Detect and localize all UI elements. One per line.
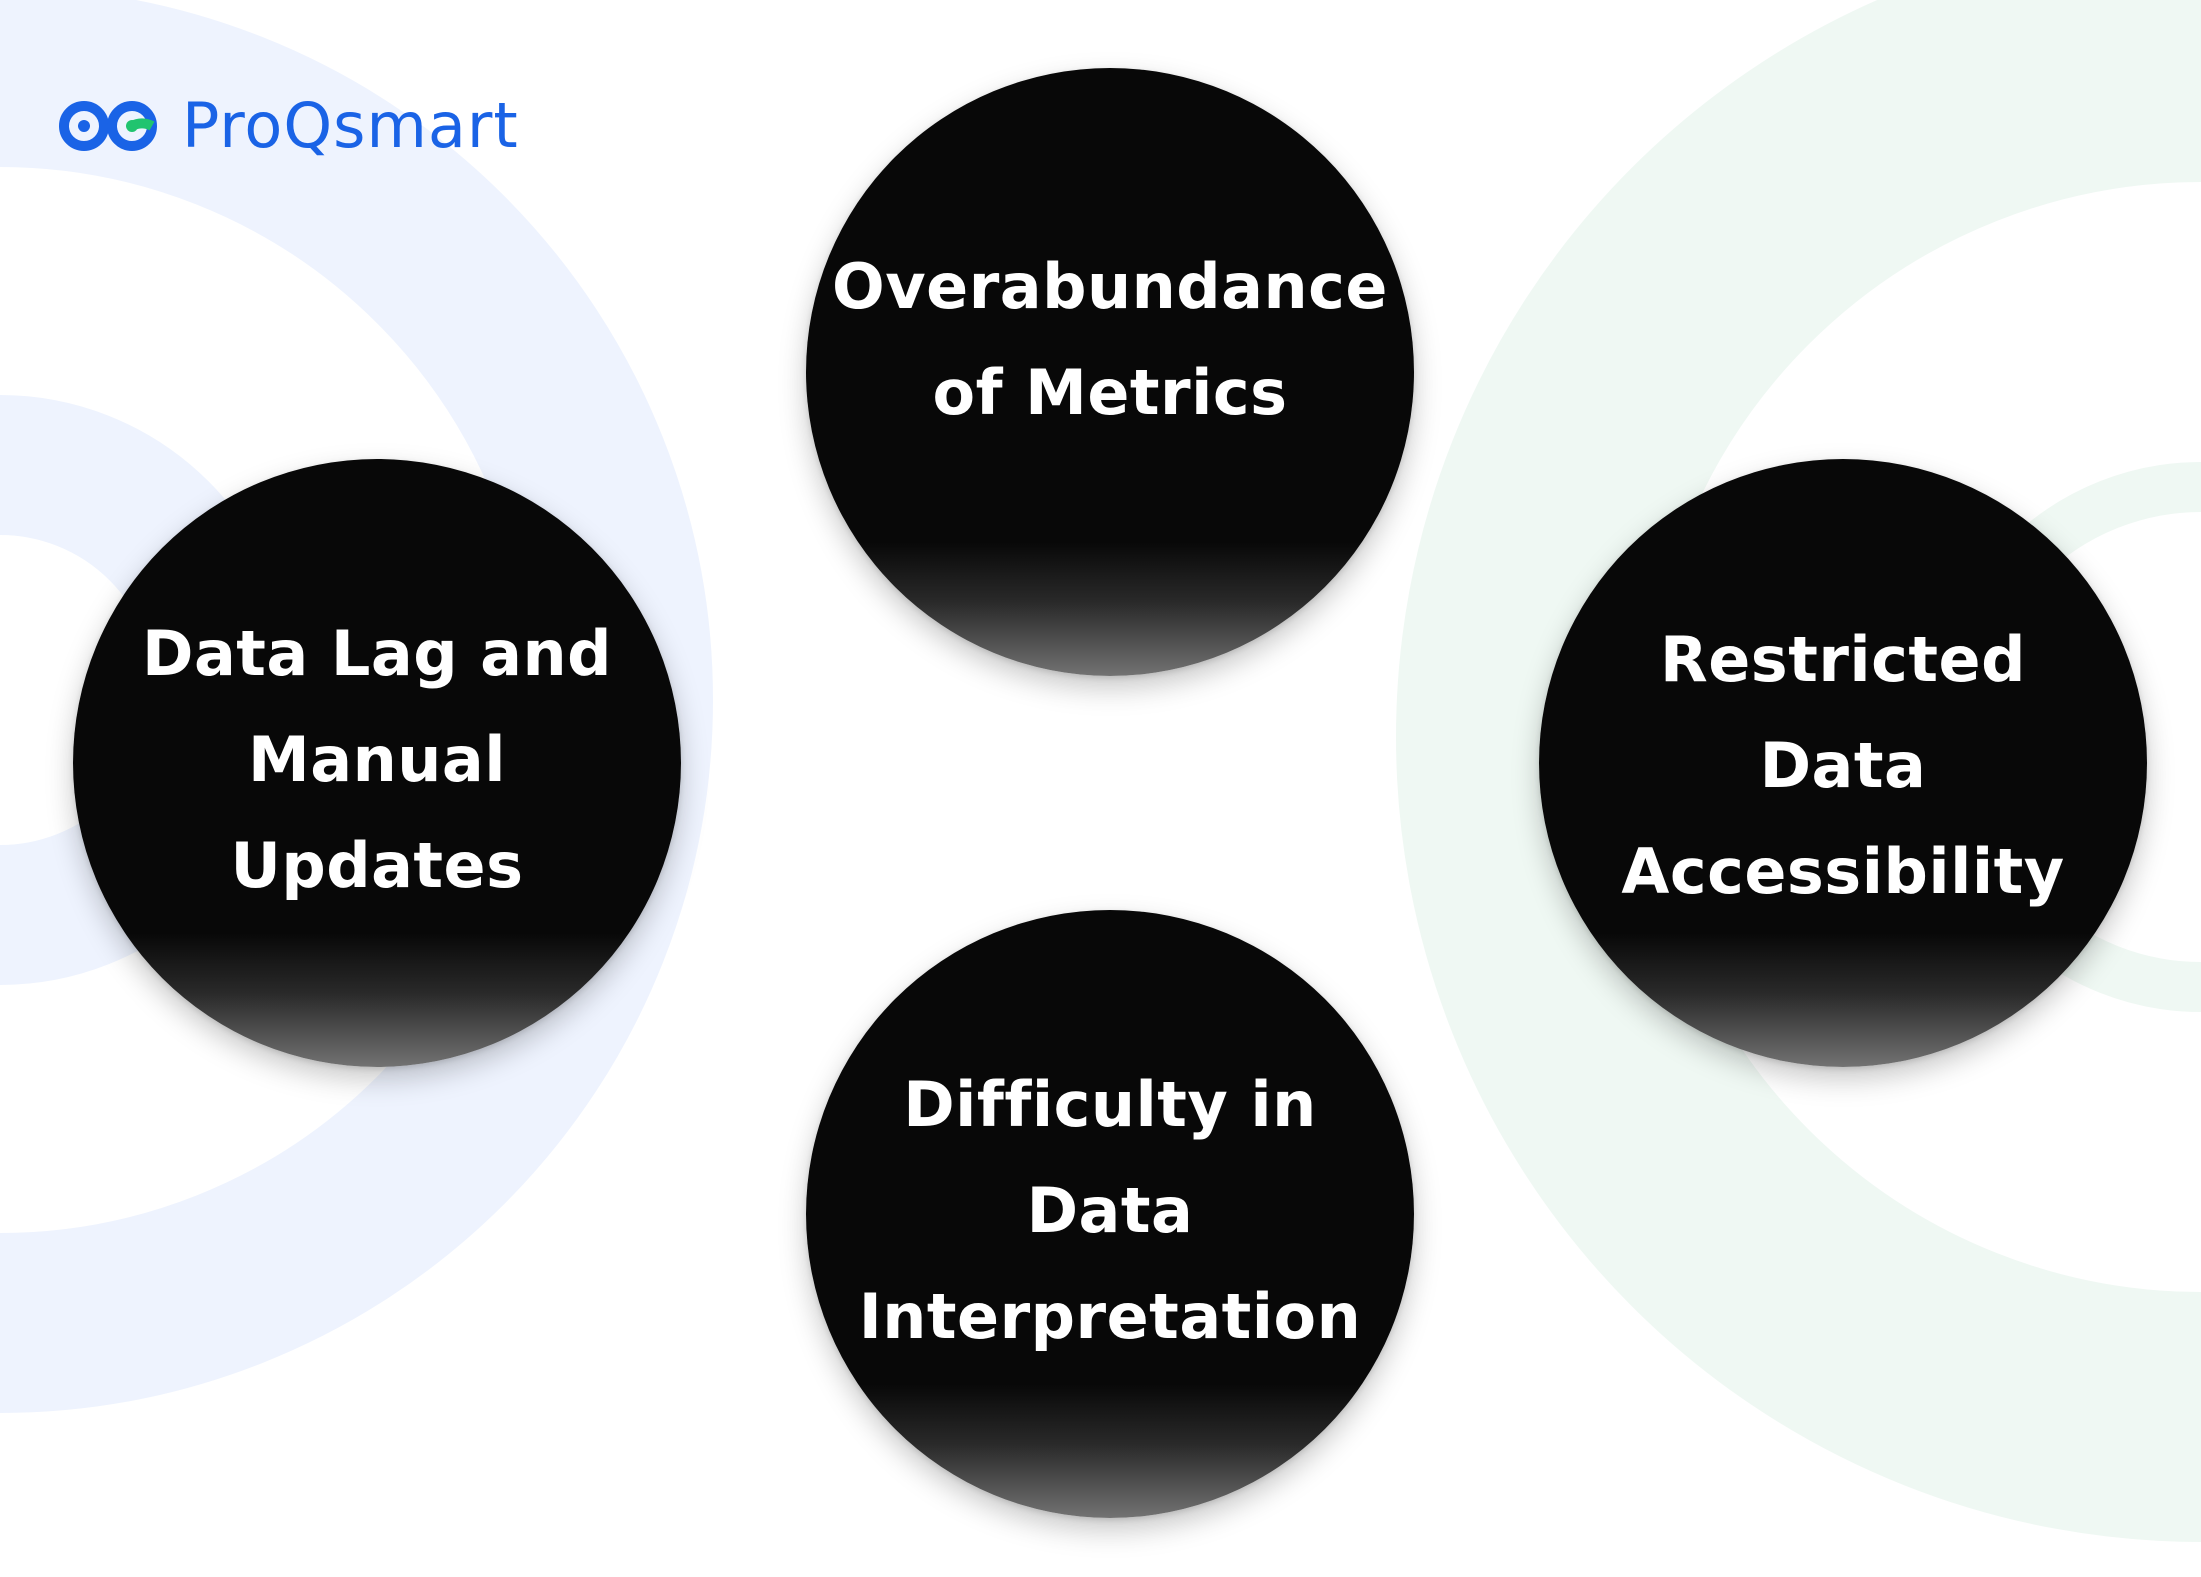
circle-data-lag-manual-updates: Data Lag and Manual Updates: [73, 459, 681, 1067]
brand-mark-icon: [59, 101, 157, 151]
circle-restricted-data-accessibility: Restricted Data Accessibility: [1539, 459, 2147, 1067]
brand-logo[interactable]: ProQsmart: [56, 90, 519, 162]
circle-label: Difficulty in Data Interpretation: [858, 1068, 1362, 1353]
circle-overabundance-of-metrics: Overabundance of Metrics: [806, 68, 1414, 676]
circle-label: Data Lag and Manual Updates: [141, 617, 613, 902]
brand-name: ProQsmart: [182, 89, 519, 162]
circle-label: Restricted Data Accessibility: [1621, 623, 2065, 908]
circle-difficulty-data-interpretation: Difficulty in Data Interpretation: [806, 910, 1414, 1518]
circle-label: Overabundance of Metrics: [832, 250, 1388, 429]
